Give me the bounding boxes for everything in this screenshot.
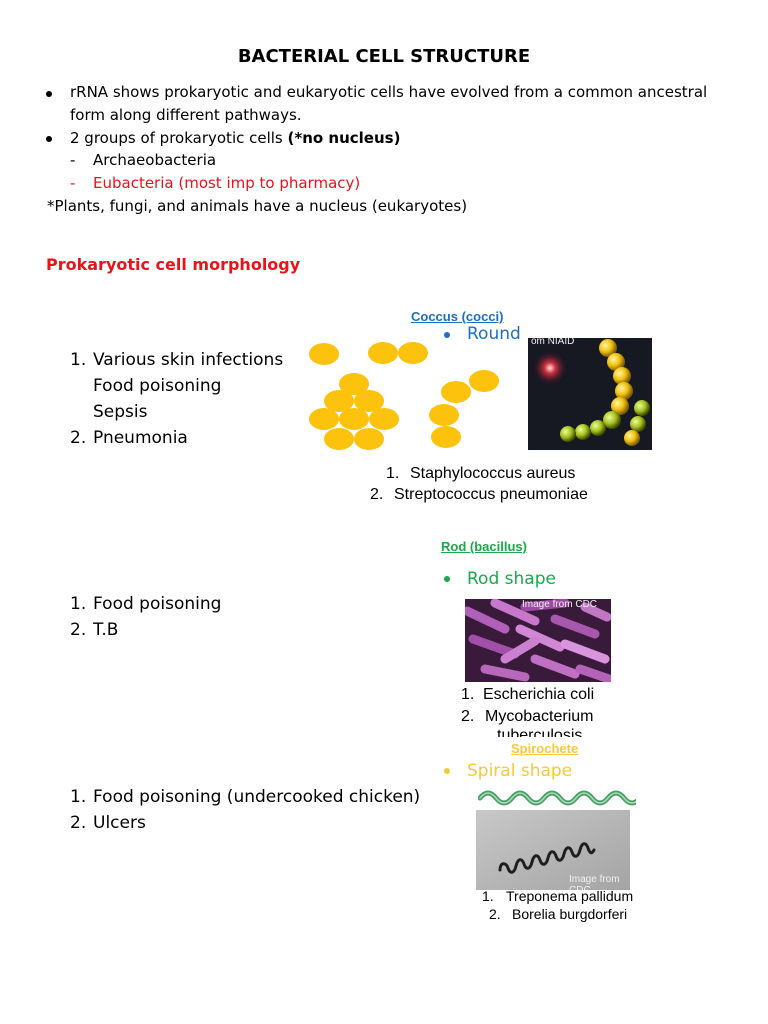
coccus-disease-line: Sepsis bbox=[93, 402, 148, 422]
coccus-shape-illustration bbox=[309, 342, 499, 450]
bullet-marker bbox=[444, 332, 450, 338]
coccus-cell bbox=[339, 373, 369, 395]
coccus-cell bbox=[398, 342, 428, 364]
intro-bullet-2: 2 groups of prokaryotic cells (*no nucle… bbox=[70, 127, 400, 150]
rod-cell bbox=[575, 664, 611, 682]
coccus-caption: Coccus (cocci) bbox=[411, 309, 504, 324]
rod-cell bbox=[520, 599, 570, 612]
rod-cell bbox=[560, 639, 610, 664]
coccus-shape: Round bbox=[467, 324, 521, 344]
coccus-organism-1: Staphylococcus aureus bbox=[410, 465, 576, 482]
spirochete-organism-num-2: 2. bbox=[489, 906, 501, 922]
rod-photo: Image from CDC bbox=[465, 599, 611, 682]
rod-cell bbox=[480, 664, 530, 682]
spirochete-caption: Spirochete bbox=[511, 741, 579, 756]
coccus-disease-line: Food poisoning bbox=[93, 376, 222, 396]
intro-bullet-2-bold: (*no nucleus) bbox=[287, 129, 401, 147]
bullet-marker bbox=[444, 768, 450, 774]
section-heading: Prokaryotic cell morphology bbox=[46, 255, 301, 274]
coccus-organism-num-1: 1. bbox=[386, 465, 400, 482]
coccus-disease-line: Pneumonia bbox=[93, 428, 188, 448]
rod-image-credit: Image from CDC bbox=[522, 599, 598, 610]
bullet-marker bbox=[46, 136, 52, 142]
spirochete-photo: Image from CDC bbox=[476, 810, 630, 890]
bullet-marker bbox=[46, 91, 52, 97]
coccus-organism-2: Streptococcus pneumoniae bbox=[394, 486, 588, 503]
page-title: BACTERIAL CELL STRUCTURE bbox=[237, 46, 531, 67]
coccus-cell bbox=[368, 342, 398, 364]
spirochete-organism-1: Treponema pallidum bbox=[506, 888, 634, 904]
coccus-cell bbox=[441, 381, 471, 403]
spirochete-organism-num-1: 1. bbox=[482, 888, 494, 904]
rod-caption: Rod (bacillus) bbox=[441, 539, 527, 554]
spiral-illustration bbox=[478, 790, 636, 806]
rod-cell bbox=[468, 634, 520, 659]
coccus-cell bbox=[431, 426, 461, 448]
rod-cell bbox=[550, 614, 600, 639]
coccus-cell bbox=[354, 428, 384, 450]
coccus-image-credit: om NIAID bbox=[531, 338, 575, 347]
coccus-cell bbox=[469, 370, 499, 392]
spirochete-shape: Spiral shape bbox=[467, 761, 573, 781]
coccus-organism-num-2: 2. bbox=[370, 486, 384, 503]
coccus-disease-line: Various skin infections bbox=[93, 350, 284, 370]
spirochete-organism-2: Borelia burgdorferi bbox=[512, 906, 628, 922]
coccus-cell bbox=[369, 408, 399, 430]
coccus-disease-num-2: 2. bbox=[70, 428, 87, 448]
coccus-cell bbox=[309, 343, 339, 365]
bullet-marker bbox=[444, 576, 450, 582]
rod-disease-1: Food poisoning bbox=[93, 594, 222, 614]
coccus-cell bbox=[309, 408, 339, 430]
rod-cell bbox=[530, 654, 580, 679]
intro-bullet-1-line-1: rRNA shows prokaryotic and eukaryotic ce… bbox=[70, 83, 708, 101]
spirochete-image-credit: Image from CDC bbox=[569, 874, 620, 890]
rod-disease-num-1: 1. bbox=[70, 594, 87, 614]
rod-cell bbox=[490, 599, 540, 626]
rod-organism-cutoff-clip: tuberculosis bbox=[483, 728, 623, 737]
spirochete-disease-2: Ulcers bbox=[93, 813, 146, 833]
rod-organism-1: Escherichia coli bbox=[483, 686, 595, 703]
coccus-photo: om NIAID bbox=[528, 338, 652, 450]
coccus-cell bbox=[339, 408, 369, 430]
eukaryote-note: *Plants, fungi, and animals have a nucle… bbox=[47, 197, 468, 215]
coccus-cell bbox=[354, 390, 384, 412]
sub-dash: - bbox=[70, 151, 76, 169]
rod-organism-cutoff: tuberculosis bbox=[497, 728, 583, 737]
rod-organism-num-1: 1. bbox=[461, 686, 475, 703]
rod-cell bbox=[500, 636, 540, 664]
sub-dash: - bbox=[70, 174, 76, 192]
coccus-cell bbox=[324, 390, 354, 412]
intro-bullet-2-text: 2 groups of prokaryotic cells bbox=[70, 129, 288, 147]
rod-cell bbox=[515, 624, 565, 652]
coccus-cell bbox=[324, 428, 354, 450]
rod-shape: Rod shape bbox=[467, 569, 556, 589]
sub-item-archaeobacteria: Archaeobacteria bbox=[93, 151, 217, 169]
intro-bullet-1-line-2: form along different pathways. bbox=[70, 106, 302, 124]
spirochete-disease-1: Food poisoning (undercooked chicken) bbox=[93, 787, 421, 807]
rod-cell bbox=[580, 602, 611, 622]
rod-disease-num-2: 2. bbox=[70, 620, 87, 640]
spirochete-disease-num-2: 2. bbox=[70, 813, 87, 833]
spirochete-disease-num-1: 1. bbox=[70, 787, 87, 807]
rod-organism-2: Mycobacterium bbox=[485, 708, 594, 725]
rod-organism-num-2: 2. bbox=[461, 708, 475, 725]
sub-item-eubacteria: Eubacteria (most imp to pharmacy) bbox=[93, 174, 361, 192]
coccus-cell bbox=[429, 404, 459, 426]
coccus-disease-num-1: 1. bbox=[70, 350, 87, 370]
rod-cell bbox=[465, 606, 510, 634]
rod-disease-2: T.B bbox=[93, 620, 119, 640]
